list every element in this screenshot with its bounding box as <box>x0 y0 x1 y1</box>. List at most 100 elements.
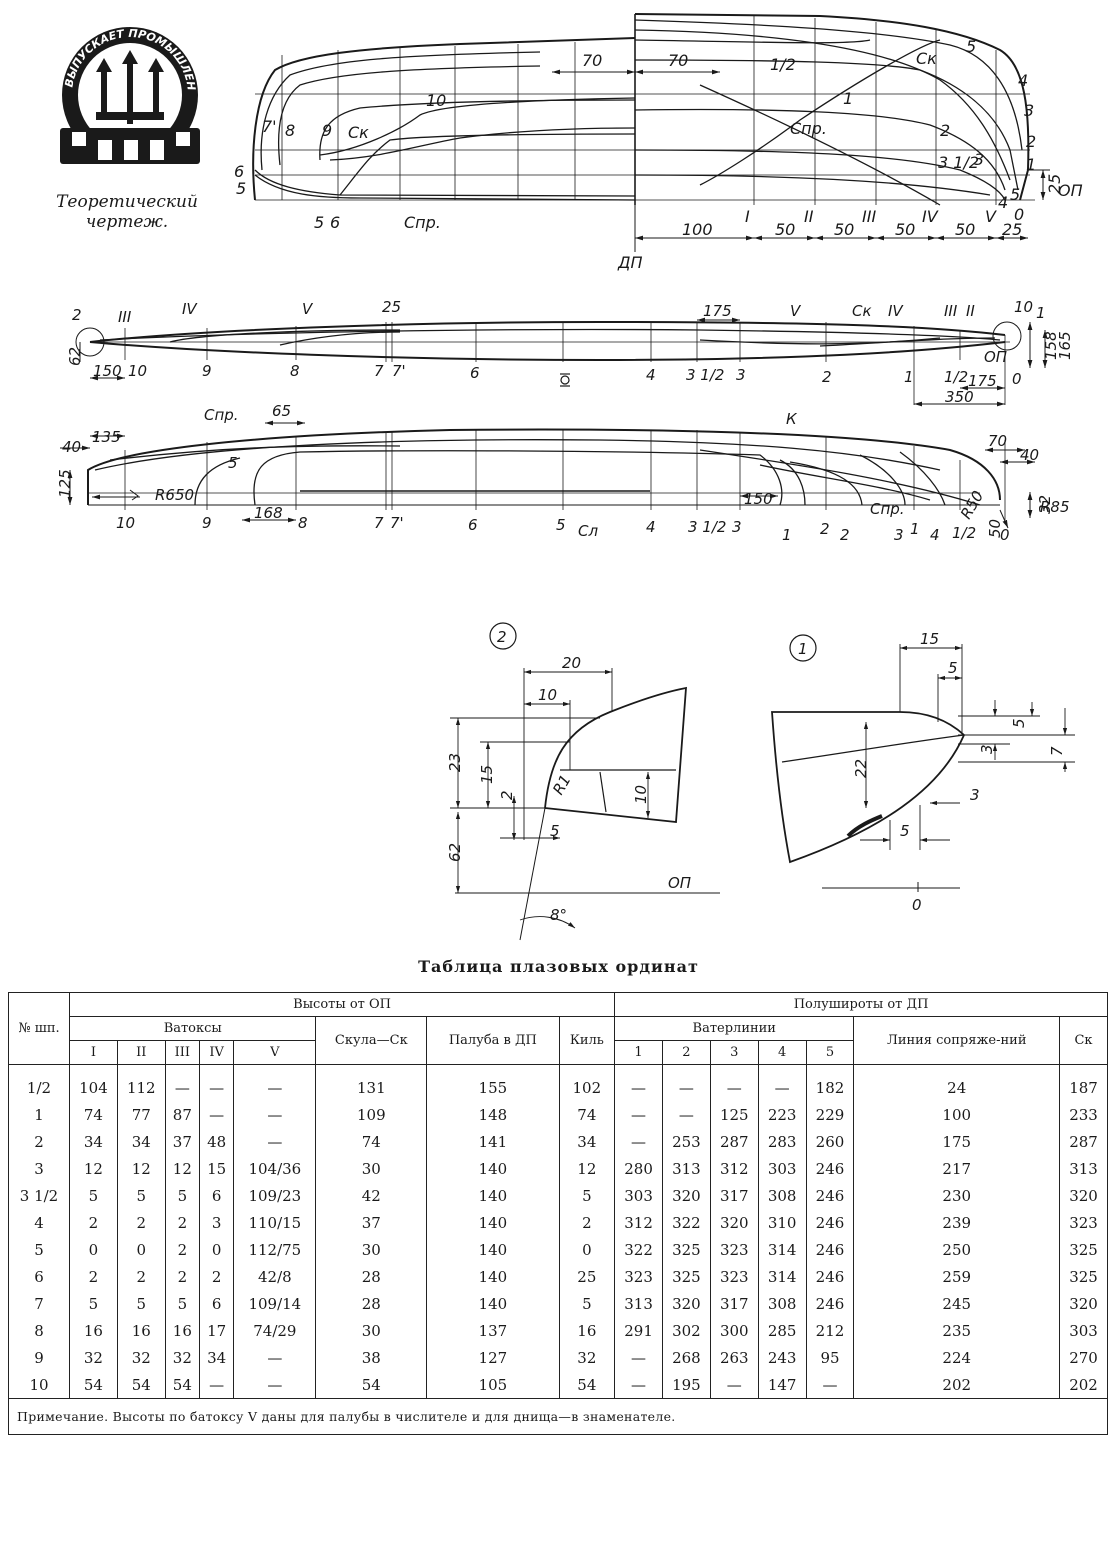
station-label: 3 <box>732 518 742 536</box>
station-cell: 2 <box>8 1128 70 1155</box>
dim-label: 70 <box>988 432 1007 450</box>
half-breadth-plan <box>75 317 1048 407</box>
table-cell: 310 <box>757 1209 807 1236</box>
buttock-label: II <box>966 302 975 320</box>
dim-label: 22 <box>852 759 870 778</box>
table-cell: 243 <box>757 1344 807 1371</box>
table-cell: — <box>614 1128 663 1155</box>
dim-label: 3 <box>978 744 996 754</box>
dim-label: 40 <box>1020 446 1039 464</box>
station-label: 10 <box>116 514 135 532</box>
table-cell: 140 <box>426 1290 560 1317</box>
table-cell: 5 <box>164 1182 200 1209</box>
buttock-label: III <box>118 308 132 326</box>
station-label: 3 1/2 <box>688 518 726 536</box>
table-cell: 323 <box>614 1263 663 1290</box>
table-cell: 12 <box>69 1155 118 1182</box>
dim-label: 15 <box>920 630 939 648</box>
table-cell: 263 <box>709 1344 759 1371</box>
table-cell: 245 <box>853 1290 1061 1317</box>
waterlines-header: Ватерлинии <box>614 1016 855 1041</box>
buttock-label: 1 <box>1036 304 1046 322</box>
table-cell: 182 <box>805 1064 855 1101</box>
table-cell: 325 <box>1059 1263 1108 1290</box>
table-cell: 322 <box>614 1236 663 1263</box>
table-cell: 5 <box>116 1290 166 1317</box>
table-cell: 287 <box>1059 1128 1108 1155</box>
station-label: 8 <box>290 362 300 380</box>
table-cell: 246 <box>805 1263 855 1290</box>
station-label: 10 <box>426 91 446 110</box>
buttocks-header: Ватоксы <box>68 1016 317 1041</box>
table-cell: 325 <box>661 1236 711 1263</box>
table-cell: 5 <box>69 1290 118 1317</box>
profile-plan <box>60 420 1035 529</box>
buttock-label: IV <box>922 207 939 226</box>
table-cell: 38 <box>315 1344 428 1371</box>
station-label: 4 <box>646 518 656 536</box>
dim-label: 3 <box>970 786 980 804</box>
detail-id: 2 <box>497 628 507 646</box>
station-cell: 5 <box>8 1236 70 1263</box>
table-cell: 74/29 <box>233 1317 317 1344</box>
table-cell: 235 <box>853 1317 1061 1344</box>
table-cell: 246 <box>805 1236 855 1263</box>
station-label: 5 <box>314 213 324 232</box>
table-cell: — <box>614 1371 663 1399</box>
table-cell: 323 <box>1059 1209 1108 1236</box>
dim-label: 40 <box>62 438 81 456</box>
dim-label: 10 <box>632 785 650 804</box>
table-cell: 322 <box>661 1209 711 1236</box>
table-cell: 320 <box>661 1182 711 1209</box>
dim-label: 5 <box>948 659 958 677</box>
table-cell: 323 <box>709 1263 759 1290</box>
table-cell: — <box>233 1064 317 1101</box>
sk-header: Ск <box>1059 1016 1108 1065</box>
table-cell: 25 <box>558 1263 616 1290</box>
table-cell: 308 <box>757 1182 807 1209</box>
table-cell: — <box>757 1064 807 1101</box>
dim-label: 25 <box>1002 220 1022 239</box>
table-cell: 54 <box>69 1371 118 1399</box>
table-cell: 105 <box>426 1371 560 1399</box>
station-label: 5 <box>228 454 238 472</box>
table-cell: — <box>233 1101 317 1128</box>
station-cell: 1/2 <box>8 1064 70 1101</box>
station-label: 6 <box>470 364 480 382</box>
waterline-col-header: 3 <box>709 1040 759 1065</box>
dim-label: 175 <box>703 302 732 320</box>
deck-header: Палуба в ДП <box>426 1016 560 1065</box>
station-cell: 3 1/2 <box>8 1182 70 1209</box>
buttock-label: I <box>745 207 750 226</box>
station-label: 3 <box>736 366 746 384</box>
table-cell: 54 <box>116 1371 166 1399</box>
table-cell: 233 <box>1059 1101 1108 1128</box>
table-cell: 137 <box>426 1317 560 1344</box>
table-cell: 313 <box>614 1290 663 1317</box>
dim-label: 150 <box>744 490 773 508</box>
dim-label: 50 <box>895 220 915 239</box>
dim-label: 25 <box>382 298 401 316</box>
waterline-col-header: 2 <box>661 1040 711 1065</box>
station-label: 9 <box>202 514 212 532</box>
dim-label: 65 <box>272 402 291 420</box>
table-cell: 325 <box>661 1263 711 1290</box>
table-cell: 260 <box>805 1128 855 1155</box>
table-title: Таблица плазовых ординат <box>418 957 699 976</box>
table-cell: 320 <box>661 1290 711 1317</box>
dim-label: 23 <box>446 753 464 772</box>
table-cell: 32 <box>69 1344 118 1371</box>
station-label: 7 <box>374 514 384 532</box>
buttock-label: V <box>985 207 997 226</box>
detail-1-labels: 1 15 5 5 3 7 22 3 5 0 <box>798 630 1066 914</box>
table-cell: 2 <box>164 1263 200 1290</box>
table-cell: 187 <box>1059 1064 1108 1101</box>
station-cell: 1 <box>8 1101 70 1128</box>
dim-label: 7 <box>1048 746 1066 756</box>
table-cell: 95 <box>805 1344 855 1371</box>
